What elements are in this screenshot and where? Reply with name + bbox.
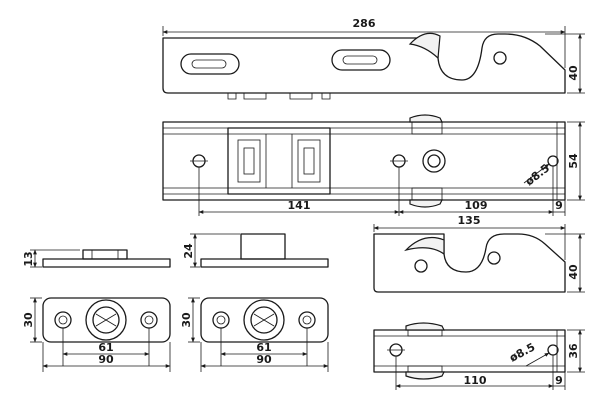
dim-mid-height: 54 [567,153,580,169]
plate-side-profile-low: 13 [22,249,171,268]
slot-left [180,53,240,75]
dim-small-hole-diameter: ø8.5 [507,340,537,364]
dim-low-profile-height: 13 [22,251,35,266]
small-cam-blade [404,237,445,256]
small-hole-left [414,259,428,273]
slot-middle [331,49,391,71]
dim-small-plan-edge: 9 [555,374,563,387]
dim-small-plan-height: 36 [567,343,580,359]
cam-blade [408,32,441,60]
dim-plate1-inner: 61 [98,341,113,354]
plate2-hole-right [298,311,316,329]
small-striker-side-view: 135 40 [373,214,585,293]
mount-hole [493,51,507,65]
dim-small-height: 40 [567,264,580,280]
roller-pin [422,149,446,173]
dim-plate2-height: 30 [180,312,193,328]
dim-plate2-outer: 90 [256,353,272,366]
plate2-hole-left [212,311,230,329]
dim-left-spacing: 141 [288,199,311,212]
plate-side-profile-tall: 24 [182,233,329,268]
hole-right [547,155,559,167]
dim-hole-diameter: ø8.5 [523,161,552,188]
dim-small-length: 135 [458,214,481,227]
dim-right-spacing: 109 [465,199,488,212]
plate1-hole-right [140,311,158,329]
plate-top-view-left: 30 61 90 [22,297,171,372]
dim-top-height: 40 [567,65,580,81]
small-plan-hole-right [547,344,559,356]
striker-side-view: 286 40 [162,17,585,100]
tall-block [240,233,286,260]
plate1-center-boss [85,299,127,341]
dim-plate2-inner: 61 [256,341,271,354]
small-striker-plan-view: ø8.5 36 110 9 [373,322,585,390]
small-hole-right [487,251,501,265]
plate1-hole-left [54,311,72,329]
dim-overall-length: 286 [353,17,376,30]
dim-plate1-outer: 90 [98,353,114,366]
plate-top-view-right: 30 61 90 [180,297,329,372]
dim-plate1-height: 30 [22,312,35,328]
center-block [227,127,331,195]
dim-small-plan-length: 110 [464,374,487,387]
striker-plan-view: ø8.5 54 141 109 9 [162,114,585,216]
dim-tall-profile-height: 24 [182,243,195,259]
dim-edge-offset: 9 [555,199,563,212]
plate2-center-boss [243,299,285,341]
